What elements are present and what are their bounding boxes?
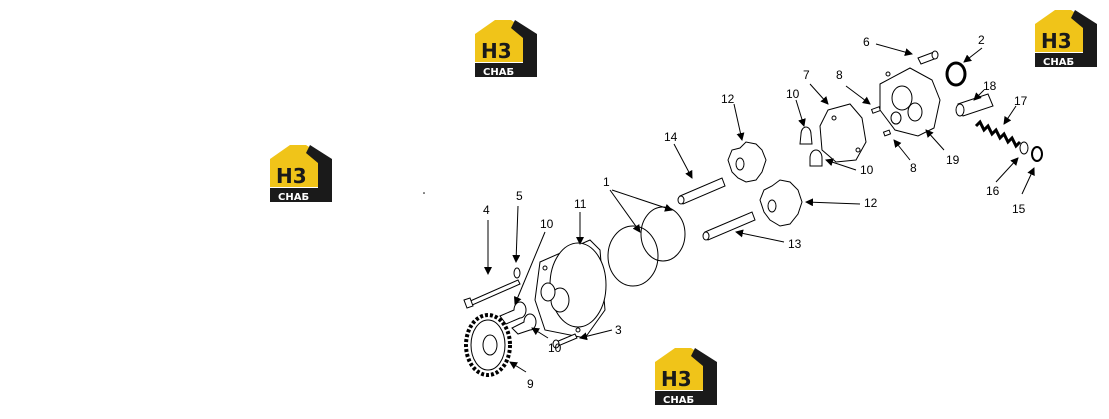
callout-16: 16 — [986, 184, 1000, 198]
leader-line — [609, 189, 641, 233]
drive-gear-part — [464, 313, 512, 377]
leader-line — [1003, 105, 1017, 125]
callout-8: 8 — [910, 161, 917, 175]
bushing-part — [499, 301, 537, 335]
bushing-part — [799, 126, 823, 167]
leader-line — [611, 189, 673, 212]
leader-line — [795, 99, 806, 127]
callout-5: 5 — [516, 189, 523, 203]
callout-10: 10 — [860, 163, 874, 177]
leader-line — [973, 89, 985, 101]
leader-line — [963, 47, 983, 63]
leader-line — [579, 329, 613, 341]
fitting-part — [917, 50, 939, 65]
leader-line — [805, 198, 861, 207]
bolt-part — [463, 279, 521, 309]
stray-mark — [423, 192, 425, 194]
dowel-part — [882, 129, 892, 137]
leader-line — [925, 129, 945, 151]
leader-line — [673, 143, 693, 179]
callout-18: 18 — [983, 79, 997, 93]
watermark-top-text: Н3 — [481, 39, 512, 63]
watermark-logo: Н3 СНАБ — [475, 20, 537, 78]
callout-6: 6 — [863, 35, 870, 49]
cover-gasket-part — [819, 103, 867, 163]
pump-body-part — [534, 239, 607, 339]
callout-19: 19 — [946, 153, 960, 167]
callout-3: 3 — [615, 323, 622, 337]
watermark-top-text: Н3 — [1041, 29, 1072, 53]
leader-line — [1021, 167, 1035, 195]
leader-line — [733, 103, 745, 141]
pump-cover-part — [879, 67, 941, 137]
leader-line — [995, 157, 1019, 183]
seal-ring-part — [945, 61, 967, 87]
callout-10: 10 — [548, 341, 562, 355]
leader-line — [825, 158, 857, 171]
callout-10: 10 — [540, 217, 554, 231]
leader-line — [512, 205, 521, 263]
callout-2: 2 — [978, 33, 985, 47]
watermark-bottom-text: СНАБ — [663, 395, 694, 406]
leader-line — [875, 43, 913, 56]
leader-line — [531, 327, 549, 339]
callout-11: 11 — [574, 197, 587, 211]
callout-8: 8 — [836, 68, 843, 82]
callout-10: 10 — [786, 87, 800, 101]
callout-4: 4 — [483, 203, 490, 217]
watermark-top-text: Н3 — [276, 164, 307, 188]
gasket-part — [640, 206, 686, 262]
washer-part — [1019, 141, 1029, 155]
callout-9: 9 — [527, 377, 534, 391]
shaft-part — [677, 177, 726, 205]
sleeve-part — [955, 93, 994, 117]
leader-line — [509, 361, 527, 373]
retaining-ring-part — [1031, 146, 1043, 162]
callout-7: 7 — [803, 68, 810, 82]
washer-part — [513, 267, 521, 279]
callout-1: 1 — [603, 175, 610, 189]
shaft-part — [702, 211, 756, 241]
callout-14: 14 — [664, 130, 678, 144]
watermark-logo: Н3 СНАБ — [655, 348, 717, 406]
watermark-bottom-text: СНАБ — [483, 67, 514, 78]
pump-gear-part — [759, 179, 803, 227]
leader-line — [735, 229, 785, 243]
callout-17: 17 — [1014, 94, 1028, 108]
leader-line — [845, 85, 871, 105]
watermark-bottom-text: СНАБ — [278, 192, 309, 203]
watermark-top-text: Н3 — [661, 367, 692, 391]
leader-line — [893, 139, 911, 161]
leader-line — [809, 83, 829, 105]
dowel-part — [870, 106, 882, 114]
watermark-logo: Н3 СНАБ — [270, 145, 332, 203]
leader-line — [514, 231, 546, 305]
callout-15: 15 — [1012, 202, 1026, 216]
pump-gear-part — [727, 141, 767, 183]
watermark-bottom-text: СНАБ — [1043, 57, 1074, 68]
spring-part — [974, 119, 1022, 149]
callout-12: 12 — [864, 196, 878, 210]
callout-13: 13 — [788, 237, 802, 251]
screw-part — [552, 333, 578, 349]
callout-12: 12 — [721, 92, 735, 106]
watermark-logo: Н3 СНАБ — [1035, 10, 1097, 68]
